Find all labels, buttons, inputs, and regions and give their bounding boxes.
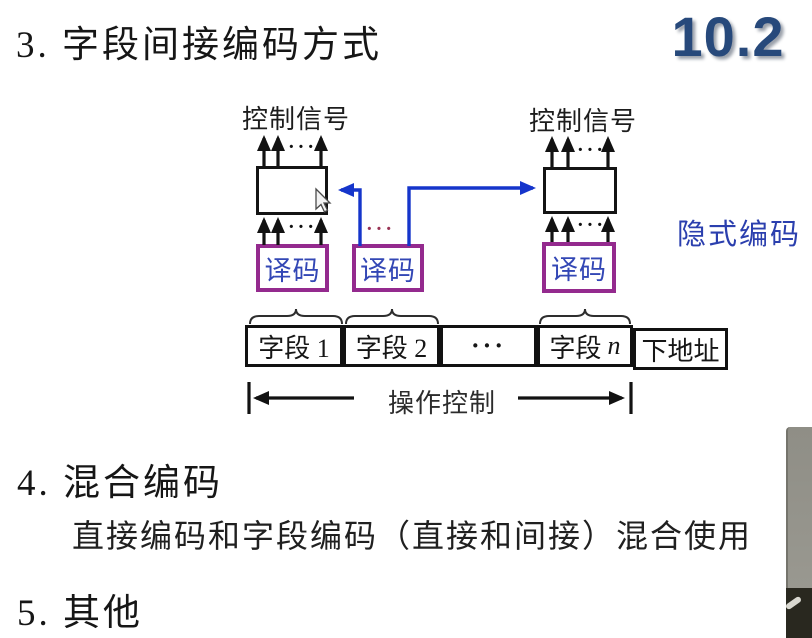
dots-left-bottom: ··· [288, 216, 318, 238]
dots-left-top: ··· [288, 136, 318, 158]
blue-connector-to-left-box [338, 183, 362, 246]
implicit-encoding-label: 隐式编码 [677, 219, 802, 251]
section-5-heading: 5. 其他 [17, 593, 143, 634]
control-logic-box-left [256, 166, 328, 215]
field-cell-ellipsis: ··· [440, 325, 537, 367]
decoder-box-2: 译码 [352, 244, 424, 292]
section-4-body: 直接编码和字段编码（直接和间接）混合使用 [72, 518, 753, 554]
page-number: 10.2 [671, 5, 785, 68]
section-4-heading: 4. 混合编码 [17, 463, 223, 504]
control-logic-box-right [543, 167, 617, 214]
field-cell-n: 字段 n [537, 325, 633, 367]
decoder-box-1: 译码 [256, 244, 329, 292]
slide-title: 3. 字段间接编码方式 [16, 25, 382, 66]
field-cell-n-prefix: 字段 [549, 333, 602, 363]
operation-control-label: 操作控制 [388, 389, 497, 418]
control-signal-label-right: 控制信号 [529, 107, 638, 136]
dots-middle: ··· [366, 218, 396, 240]
control-signal-label-left: 控制信号 [242, 105, 351, 134]
dots-right-bottom: ··· [577, 214, 607, 236]
dots-right-top: ··· [577, 139, 607, 161]
next-address-cell: 下地址 [633, 328, 728, 370]
decoder-box-3: 译码 [542, 242, 616, 293]
field-braces [249, 308, 631, 325]
field-cell-1: 字段 1 [245, 325, 343, 367]
field-cell-n-var: n [607, 331, 621, 360]
field-cell-2: 字段 2 [343, 325, 440, 367]
blue-connector-to-right-box [407, 181, 536, 246]
video-overlay-dark-corner [786, 588, 812, 638]
